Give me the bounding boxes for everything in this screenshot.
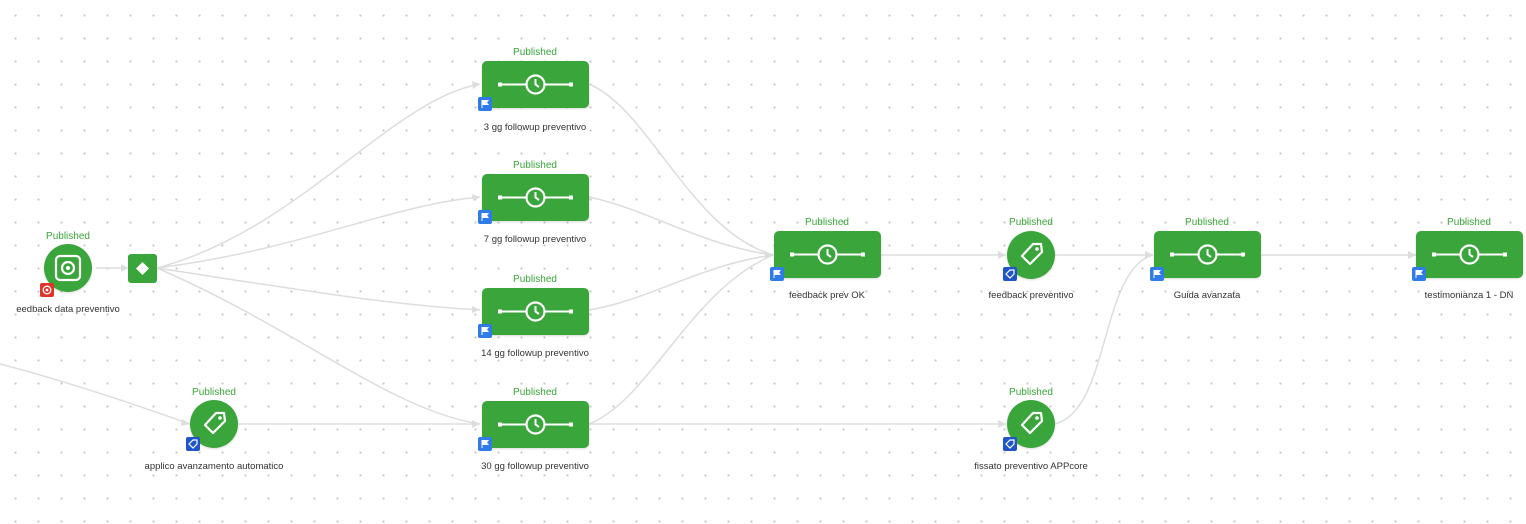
- edge: [588, 196, 774, 256]
- tag-icon: [1020, 242, 1044, 266]
- tag-badge-icon: [186, 437, 200, 451]
- tag-badge-icon: [1003, 267, 1017, 281]
- edge-arrow: [998, 420, 1006, 428]
- edge-arrow: [472, 420, 480, 428]
- node-label: feedback preventivo: [988, 290, 1074, 301]
- status-label: Published: [1447, 217, 1491, 228]
- node-label: eedback data preventivo: [16, 304, 120, 315]
- status-label: Published: [1009, 387, 1053, 398]
- wait-node-button[interactable]: [482, 61, 589, 108]
- wait-node-button[interactable]: [1154, 231, 1261, 278]
- diamond-icon: [136, 262, 149, 275]
- wait-clock-icon: [498, 301, 573, 322]
- wait-clock-icon: [498, 74, 573, 95]
- flag-icon: [770, 267, 784, 281]
- trigger-badge-icon: [40, 283, 54, 297]
- wait-clock-icon: [498, 187, 573, 208]
- edge: [588, 254, 774, 311]
- node-label: testimonianza 1 - DN: [1424, 290, 1514, 301]
- edge: [1054, 254, 1154, 425]
- edge-arrow: [181, 419, 190, 426]
- status-label: Published: [1009, 217, 1053, 228]
- node-label: feedback prev OK: [788, 290, 866, 301]
- edge-arrow: [472, 81, 480, 89]
- tag-icon: [203, 411, 227, 435]
- node-label: 14 gg followup preventivo: [481, 348, 589, 359]
- edge: [0, 363, 191, 425]
- status-label: Published: [192, 387, 236, 398]
- status-label: Published: [513, 387, 557, 398]
- edge-arrow: [472, 306, 480, 313]
- node-label: applico avanzamento automatico: [144, 461, 284, 472]
- edge-arrow: [121, 264, 128, 272]
- wait-clock-icon: [498, 414, 573, 435]
- trigger-target-icon: [54, 254, 82, 282]
- flag-icon: [1150, 267, 1164, 281]
- node-label: 3 gg followup preventivo: [483, 122, 587, 133]
- status-label: Published: [513, 274, 557, 285]
- status-label: Published: [1185, 217, 1229, 228]
- edge: [588, 254, 774, 425]
- edge: [156, 267, 481, 311]
- tag-badge-icon: [1003, 437, 1017, 451]
- edge-arrow: [1145, 251, 1153, 259]
- wait-clock-icon: [1170, 244, 1245, 265]
- edge-arrow: [765, 251, 773, 259]
- status-label: Published: [805, 217, 849, 228]
- edge-arrow: [472, 194, 480, 201]
- status-label: Published: [513, 160, 557, 171]
- edge: [156, 83, 481, 269]
- tag-icon: [1020, 411, 1044, 435]
- edge-arrow: [998, 251, 1006, 259]
- node-label: fissato preventivo APPcore: [974, 461, 1088, 472]
- wait-node-button[interactable]: [482, 174, 589, 221]
- node-label: 30 gg followup preventivo: [481, 461, 589, 472]
- status-label: Published: [513, 47, 557, 58]
- wait-clock-icon: [790, 244, 865, 265]
- wait-node-button[interactable]: [482, 401, 589, 448]
- flag-icon: [478, 97, 492, 111]
- node-label: Guida avanzata: [1173, 290, 1241, 301]
- flag-icon: [478, 437, 492, 451]
- edge-arrow: [1408, 251, 1416, 259]
- status-label: Published: [46, 231, 90, 242]
- wait-node-button[interactable]: [482, 288, 589, 335]
- flag-icon: [478, 210, 492, 224]
- edge: [588, 83, 774, 256]
- node-label: 7 gg followup preventivo: [483, 234, 587, 245]
- condition-node-button[interactable]: [128, 254, 157, 283]
- wait-node-button[interactable]: [774, 231, 881, 278]
- flag-icon: [1412, 267, 1426, 281]
- flag-icon: [478, 324, 492, 338]
- wait-clock-icon: [1432, 244, 1507, 265]
- edge: [156, 196, 481, 269]
- wait-node-button[interactable]: [1416, 231, 1523, 278]
